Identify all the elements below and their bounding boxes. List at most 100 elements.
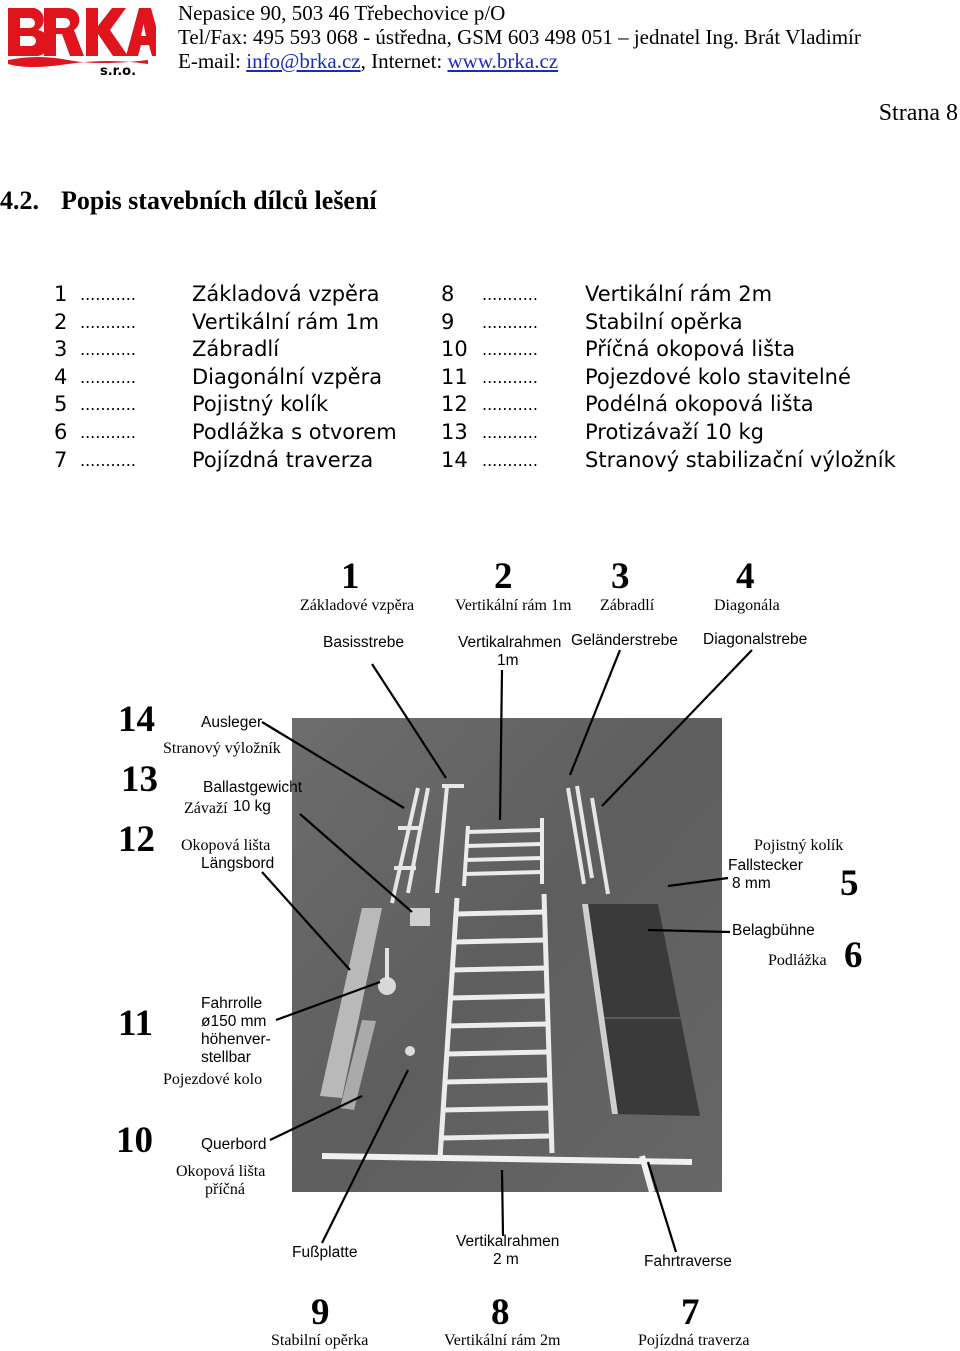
leader-dots: ........... [80,367,136,387]
part-number: 14 [441,447,468,472]
leader-dots: ........... [80,312,136,332]
part-number: 2 [54,309,68,334]
callout-number-1: 1 [341,556,360,597]
callout-de-8b: 2 m [493,1251,519,1268]
callout-cz-3: Zábradlí [600,597,655,614]
part-name: Pojezdové kolo stavitelné [585,364,851,389]
callout-de-8: Vertikalrahmen [456,1233,560,1250]
base-plate [405,1046,415,1056]
callout-number-6: 6 [844,935,863,976]
callout-de-12: Längsbord [201,855,275,872]
callout-number-14: 14 [118,699,155,740]
callout-number-4: 4 [736,556,755,597]
logo-subtext: s.r.o. [100,64,137,79]
leader-dots: ........... [80,423,136,442]
callout-cz-10b: příčná [205,1181,245,1198]
callout-cz-6: Podlážka [768,952,827,969]
callout-number-7: 7 [681,1292,700,1333]
callout-de-2b: 1m [497,652,519,669]
part-name: Stabilní opěrka [585,309,743,334]
part-number: 7 [54,447,68,472]
callout-de-2: Vertikalrahmen [458,634,562,651]
part-number: 5 [54,392,68,417]
callout-de-14: Ausleger [201,714,263,731]
callout-number-8: 8 [491,1292,510,1333]
callout-de-6: Belagbühne [732,922,815,939]
leader-dots: ........... [482,367,538,387]
part-name: Protizávaží 10 kg [585,420,764,444]
callout-number-9: 9 [311,1292,330,1333]
railing-and-diagonal [566,785,610,895]
callout-cz-11: Pojezdové kolo [163,1071,263,1088]
callout-cz-9: Stabilní opěrka [271,1332,369,1349]
company-phone: Tel/Fax: 495 593 068 - ústředna, GSM 603… [178,25,861,49]
scaffold-parts-photo [292,718,722,1192]
part-name: Stranový stabilizační výložník [585,447,896,472]
callout-cz-14: Stranový výložník [163,740,281,757]
part-name: Zábradlí [192,337,280,362]
email-link[interactable]: info@brka.cz [246,49,361,73]
part-number: 9 [441,309,455,334]
callout-de-11c: höhenver- [201,1031,271,1048]
callout-number-10: 10 [116,1120,153,1161]
callout-de-10: Querbord [201,1136,267,1153]
section-title: Popis stavebních dílců lešení [61,186,377,215]
leader-dots: ........... [482,285,538,304]
leader-dots: ........... [80,285,136,304]
platform [582,904,700,1116]
part-name: Vertikální rám 1m [192,309,380,334]
callout-number-3: 3 [611,556,630,597]
callout-number-2: 2 [494,556,513,597]
part-name: Příčná okopová lišta [585,337,796,362]
vertical-frame-1m [462,818,544,887]
callout-de-13b: 10 kg [233,798,271,815]
callout-number-11: 11 [118,1003,153,1044]
callout-cz-7: Pojízdná traverza [638,1332,750,1349]
callout-de-5b: 8 mm [732,875,771,892]
callout-cz-5: Pojistný kolík [754,837,844,854]
part-number: 1 [54,282,68,306]
part-name: Pojistný kolík [192,392,329,417]
callout-cz-13: Závaží [184,800,228,817]
callout-cz-8: Vertikální rám 2m [444,1332,561,1349]
callout-de-11b: ø150 mm [201,1013,267,1030]
section-heading: 4.2.Popis stavebních dílců lešení [0,186,377,216]
leader-dots: ........... [482,395,538,415]
leader-dots: ........... [80,450,136,470]
callout-de-3: Geländerstrebe [571,632,678,649]
part-name: Podélná okopová lišta [585,392,814,417]
callout-de-11d: stellbar [201,1049,251,1066]
contact-line: E-mail: info@brka.cz, Internet: www.brka… [178,48,558,74]
callout-de-5a: Fallstecker [728,857,803,874]
base-strut [435,784,464,894]
part-name: Pojízdná traverza [192,447,374,472]
callout-cz-1: Základové vzpěra [300,597,415,614]
callout-cz-10a: Okopová lišta [176,1163,266,1180]
part-name: Vertikální rám 2m [585,282,773,306]
callout-de-4: Diagonalstrebe [703,631,808,648]
web-link[interactable]: www.brka.cz [447,49,559,73]
part-number: 12 [441,392,468,417]
part-number: 13 [441,420,468,444]
castor-wheel [378,977,396,995]
callout-de-7: Fahrtraverse [644,1253,732,1270]
part-name: Základová vzpěra [192,282,380,306]
leader-dots: ........... [482,340,538,360]
brka-logo [8,8,156,67]
callout-de-13: Ballastgewicht [203,779,303,796]
part-name: Diagonální vzpěra [192,364,383,389]
part-name: Podlážka s otvorem [192,420,397,444]
part-number: 4 [54,364,68,389]
page-number: Strana 8 [878,100,958,126]
ballast-weight [410,908,430,926]
leader-dots: ........... [482,423,538,442]
callout-number-13: 13 [121,759,158,800]
leader-dots: ........... [482,450,538,470]
callout-cz-2: Vertikální rám 1m [455,597,572,614]
part-number: 11 [441,364,468,389]
leader-dots: ........... [80,395,136,415]
callout-de-1: Basisstrebe [323,634,404,651]
part-number: 3 [54,337,68,362]
company-address: Nepasice 90, 503 46 Třebechovice p/O [178,1,506,25]
callout-number-5: 5 [840,863,859,904]
